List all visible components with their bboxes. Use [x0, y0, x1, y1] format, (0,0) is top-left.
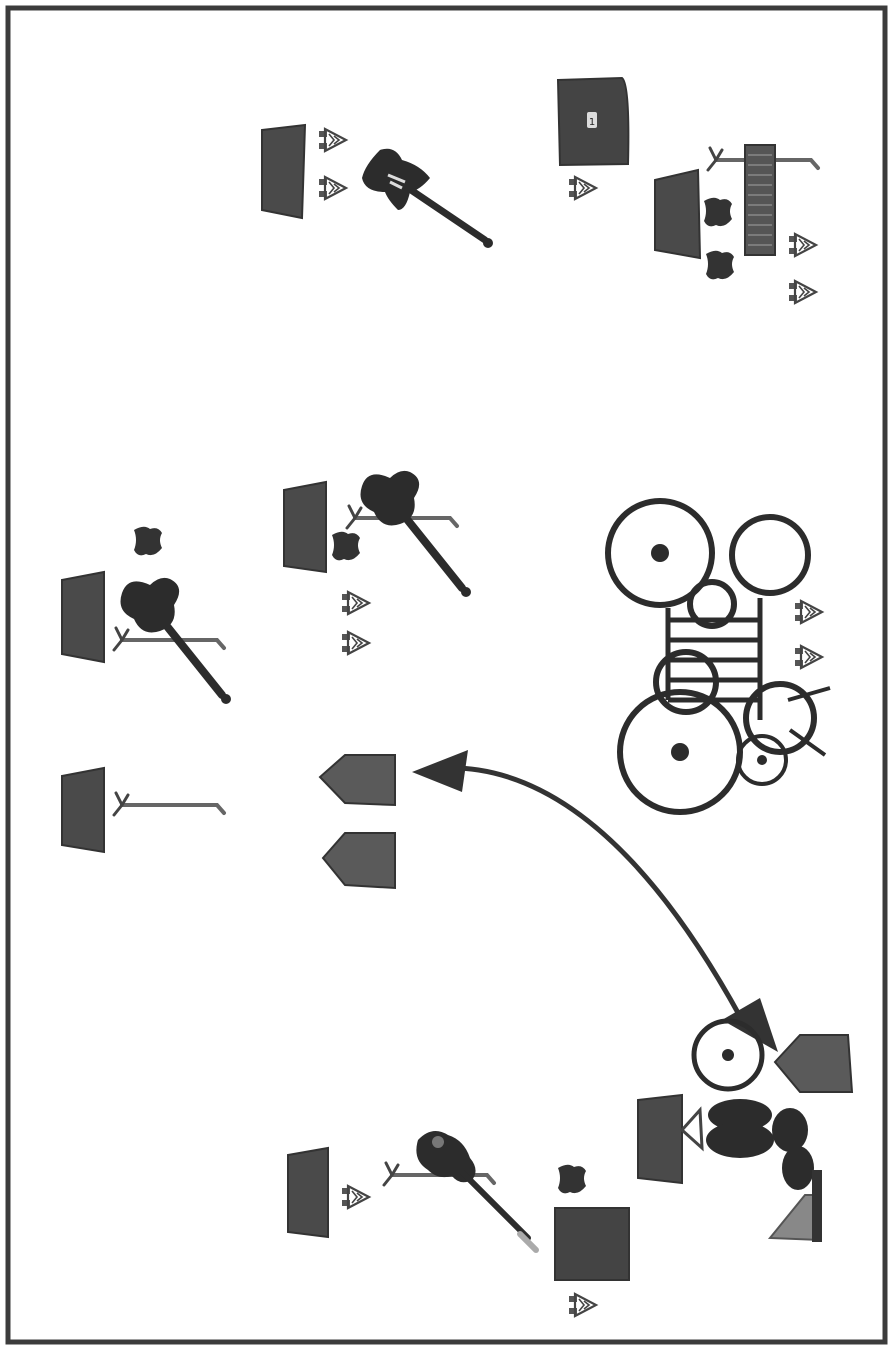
monitor-wedge	[262, 125, 305, 218]
monitor-wedge	[284, 482, 326, 572]
acoustic-guitar-icon	[361, 471, 472, 597]
drum-kit-icon	[608, 501, 830, 812]
power-drop-icon	[569, 177, 596, 199]
speaker-cabinet-icon	[320, 755, 395, 805]
conga-drums-icon	[682, 1099, 814, 1190]
power-drop-icon	[795, 601, 822, 623]
monitor-wedge	[62, 768, 104, 852]
power-drop-icon	[342, 592, 369, 614]
gig-bag	[134, 527, 162, 556]
speaker-cabinet-icon	[323, 833, 395, 888]
power-drop-icon	[795, 646, 822, 668]
gig-bag	[704, 198, 732, 227]
monitor-wedge	[288, 1148, 328, 1237]
monitor-wedge	[655, 170, 700, 258]
monitor-wedge	[62, 572, 104, 662]
electric-guitar-icon	[362, 149, 493, 248]
power-drop-icon	[319, 177, 346, 199]
gig-bag	[706, 251, 734, 280]
gig-bag	[558, 1165, 586, 1194]
mic-stand-icon	[114, 793, 224, 815]
power-drop-icon	[319, 129, 346, 151]
gig-bag	[332, 532, 360, 561]
power-drop-icon	[789, 234, 816, 256]
speaker-cabinet-icon	[775, 1035, 852, 1092]
power-drop-icon	[789, 281, 816, 303]
power-drop-icon	[569, 1294, 596, 1316]
amp-cabinet	[555, 1208, 629, 1280]
monitor-wedge	[638, 1095, 682, 1183]
bass-guitar-icon	[416, 1131, 536, 1250]
power-drop-icon	[342, 632, 369, 654]
keyboard-icon	[745, 145, 775, 255]
floor-tom	[694, 1021, 762, 1089]
amp-label: 1	[589, 117, 595, 128]
amp-cabinet: 1	[558, 78, 628, 165]
power-drop-icon	[342, 1186, 369, 1208]
